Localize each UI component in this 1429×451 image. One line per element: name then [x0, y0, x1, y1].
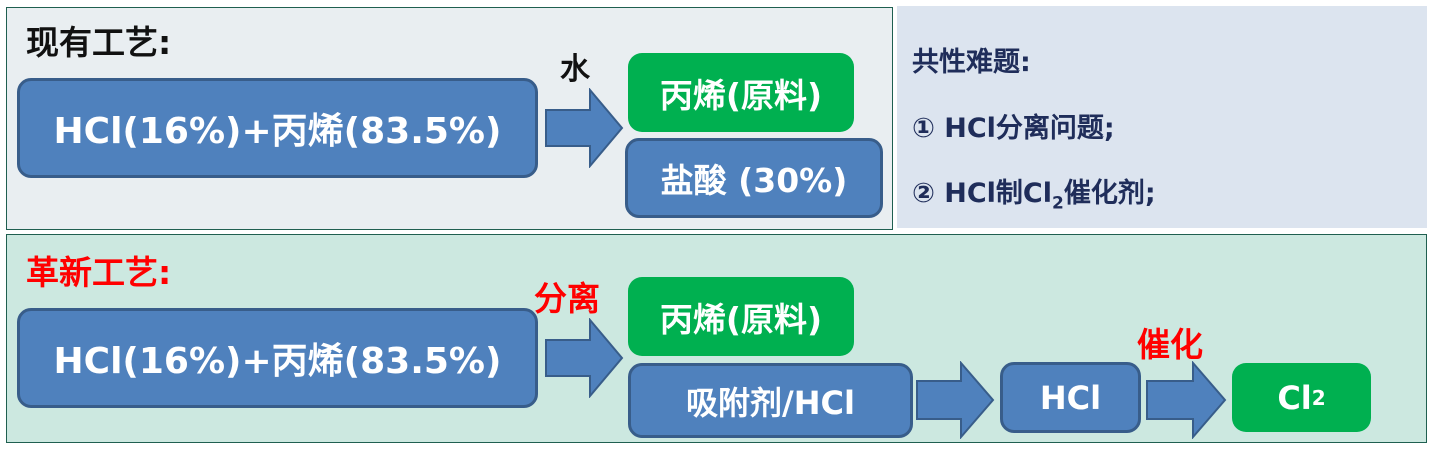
- common-problems-panel: [897, 6, 1427, 228]
- innovative-title: 革新工艺:: [26, 253, 172, 292]
- problem-2: ② HCl制Cl2催化剂;: [912, 171, 1156, 213]
- arrow-right-icon: [916, 361, 995, 439]
- problem-2-text-end: 催化剂;: [1063, 178, 1156, 209]
- propylene-output-box: 丙烯(原料): [628, 53, 854, 132]
- existing-title: 现有工艺:: [26, 23, 172, 62]
- hydrochloric-acid-box: 盐酸 (30%): [625, 138, 883, 218]
- separation-label: 分离: [534, 279, 600, 318]
- arrow-right-icon: [545, 318, 624, 398]
- subscript: 2: [1052, 193, 1064, 214]
- subscript: 2: [1311, 385, 1326, 410]
- problem-2-text: ② HCl制Cl: [912, 178, 1052, 209]
- problem-1: ① HCl分离问题;: [912, 113, 1115, 144]
- catalysis-label: 催化: [1137, 325, 1203, 364]
- propylene-output-box: 丙烯(原料): [628, 277, 854, 356]
- reagent-label: 水: [560, 52, 590, 87]
- adsorbent-hcl-box: 吸附剂/HCl: [628, 363, 913, 438]
- existing-input-box: HCl(16%)+丙烯(83.5%): [17, 78, 538, 178]
- hcl-box: HCl: [1000, 362, 1141, 433]
- chlorine-label: Cl: [1277, 378, 1312, 417]
- innovative-input-box: HCl(16%)+丙烯(83.5%): [17, 308, 538, 408]
- arrow-right-icon: [1146, 361, 1227, 439]
- arrow-right-icon: [545, 88, 624, 168]
- common-problems-title: 共性难题:: [912, 47, 1031, 78]
